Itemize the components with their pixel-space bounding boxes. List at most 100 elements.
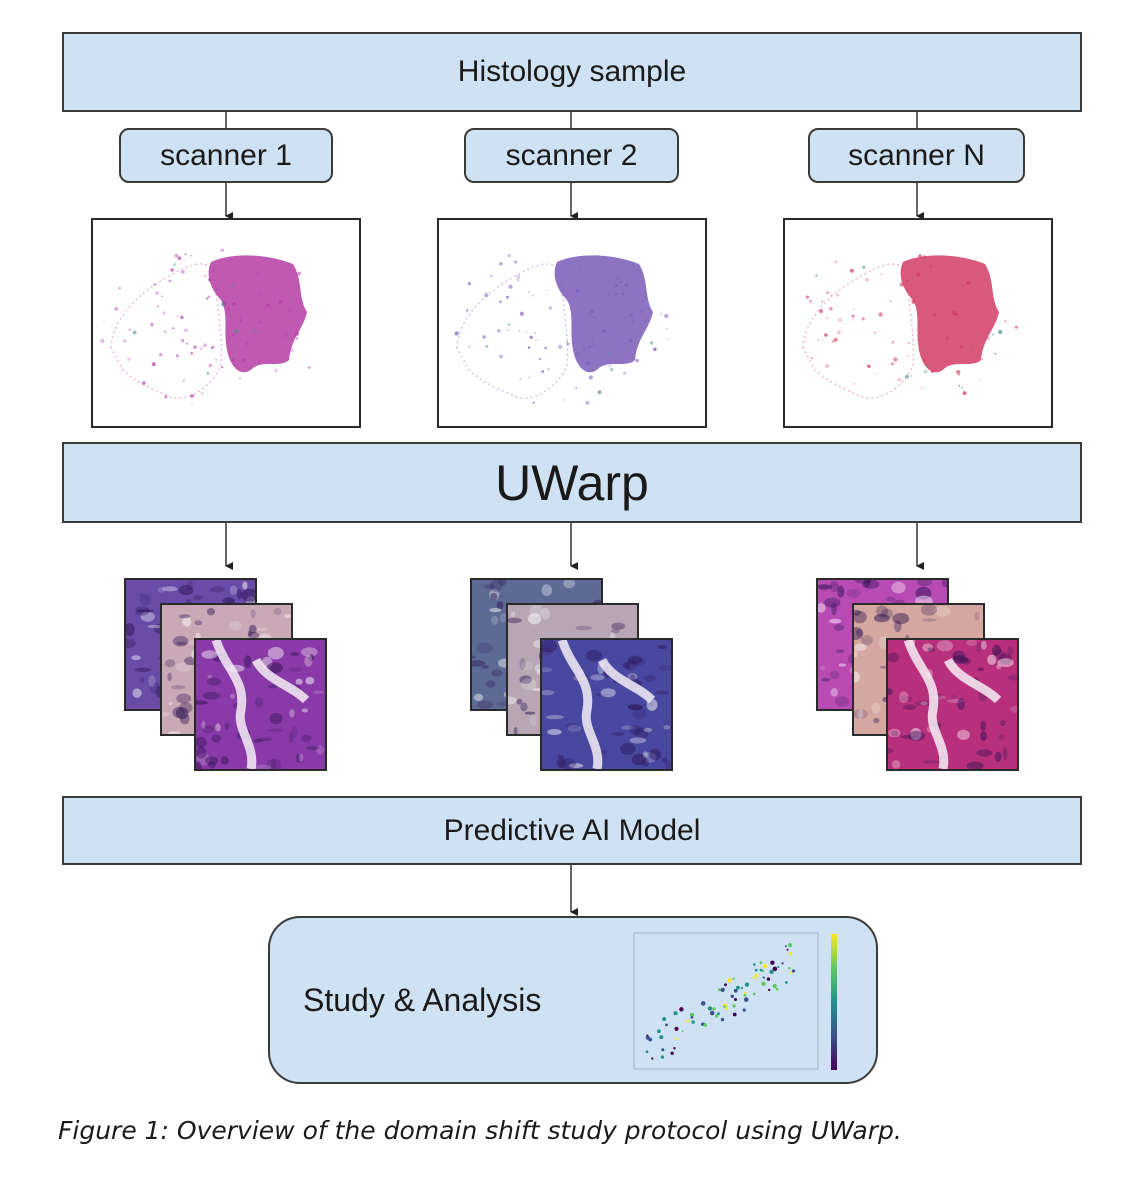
scatter-point: [754, 968, 758, 972]
lumen-channel: [211, 640, 310, 769]
cell-texture: [132, 688, 142, 698]
tissue-speck: [959, 334, 962, 337]
tissue-speck: [986, 336, 990, 340]
cell-texture: [196, 761, 202, 769]
tissue-speck: [616, 327, 620, 330]
tissue-speck: [961, 386, 963, 389]
scatter-point: [759, 968, 763, 972]
scatter-point: [740, 987, 743, 990]
cell-texture: [186, 580, 194, 591]
cell-texture: [175, 662, 193, 672]
cell-texture: [914, 700, 932, 706]
cell-texture: [854, 649, 858, 658]
cell-texture: [628, 725, 643, 735]
cell-texture: [156, 686, 161, 699]
tissue-speck: [614, 283, 618, 287]
cell-texture: [312, 690, 325, 694]
tissue-speck: [482, 335, 486, 339]
cell-texture: [148, 675, 156, 688]
cell-texture: [140, 611, 155, 622]
cell-texture: [1003, 747, 1008, 760]
tissue-speck: [899, 282, 904, 287]
cell-texture: [900, 735, 916, 739]
tissue-speck: [232, 298, 234, 300]
scatter-point: [770, 960, 775, 965]
scatter-point: [665, 1023, 668, 1027]
tissue-speck: [619, 280, 622, 283]
scatter-point: [681, 1030, 684, 1033]
cell-texture: [900, 696, 913, 702]
tissue-speck: [908, 342, 910, 344]
cell-texture: [201, 725, 214, 734]
cell-texture: [265, 728, 284, 733]
cell-texture: [256, 627, 268, 632]
cell-texture: [136, 609, 154, 613]
tissue-speck: [164, 395, 168, 399]
tissue-speck: [836, 293, 840, 297]
tissue-speck: [251, 358, 253, 360]
tissue-dense-region: [900, 255, 999, 373]
tissue-speck: [922, 359, 926, 363]
tissue-speck: [127, 357, 131, 361]
cell-texture: [658, 665, 671, 671]
tissue-speck: [954, 312, 959, 317]
cell-texture: [567, 724, 582, 732]
scatter-point: [724, 983, 727, 987]
cell-texture: [998, 734, 1005, 740]
tissue-speck: [184, 253, 187, 256]
cell-texture: [590, 674, 605, 681]
tissue-speck: [174, 253, 179, 258]
cell-texture: [957, 729, 970, 740]
cell-texture: [856, 628, 863, 637]
tissue-speck: [164, 330, 167, 333]
tissue-speck: [490, 274, 493, 278]
scatter-point: [707, 1006, 713, 1011]
tissue-speck: [506, 295, 509, 299]
cell-texture: [922, 643, 934, 652]
cell-texture: [936, 693, 943, 699]
cell-texture: [878, 636, 888, 649]
scatter-point: [675, 1037, 678, 1040]
tissue-speck: [624, 283, 629, 287]
tissue-speck: [274, 368, 278, 373]
tissue-speck: [221, 366, 224, 369]
cell-texture: [476, 700, 493, 709]
tissue-speck: [834, 260, 838, 264]
tissue-speck: [210, 345, 215, 350]
cell-texture: [891, 581, 906, 594]
scatter-point: [788, 951, 793, 956]
cell-texture: [300, 734, 312, 742]
tissue-speck: [193, 345, 197, 349]
tissue-speck: [602, 329, 607, 334]
cell-texture: [247, 631, 260, 639]
tissue-speck: [920, 348, 922, 350]
cell-texture: [861, 580, 880, 589]
tissue-speck: [541, 370, 545, 373]
cell-texture: [888, 747, 894, 754]
cell-texture: [888, 652, 900, 663]
tissue-speck: [519, 311, 524, 316]
cell-texture: [600, 688, 616, 698]
cell-texture: [585, 649, 603, 662]
cell-texture: [627, 673, 638, 680]
cell-texture: [885, 596, 896, 603]
tissue-speck: [576, 352, 580, 356]
tissue-speck: [513, 260, 518, 264]
tissue-speck: [100, 338, 105, 344]
tissue-speck: [962, 285, 965, 287]
tissue-speck: [666, 327, 669, 330]
cell-texture: [162, 586, 178, 592]
cell-texture: [634, 727, 649, 739]
tissue-speck: [653, 347, 657, 352]
cell-texture: [139, 593, 144, 597]
tissue-speck: [826, 317, 828, 319]
tissue-speck: [853, 383, 855, 385]
scatter-point: [775, 987, 779, 991]
cell-texture: [818, 603, 826, 613]
tissue-speck: [865, 277, 869, 282]
tissue-speck: [190, 351, 193, 355]
tissue-speck: [926, 365, 929, 368]
cell-texture: [892, 613, 910, 625]
tissue-speck: [533, 331, 537, 335]
tissue-speck: [959, 345, 963, 349]
